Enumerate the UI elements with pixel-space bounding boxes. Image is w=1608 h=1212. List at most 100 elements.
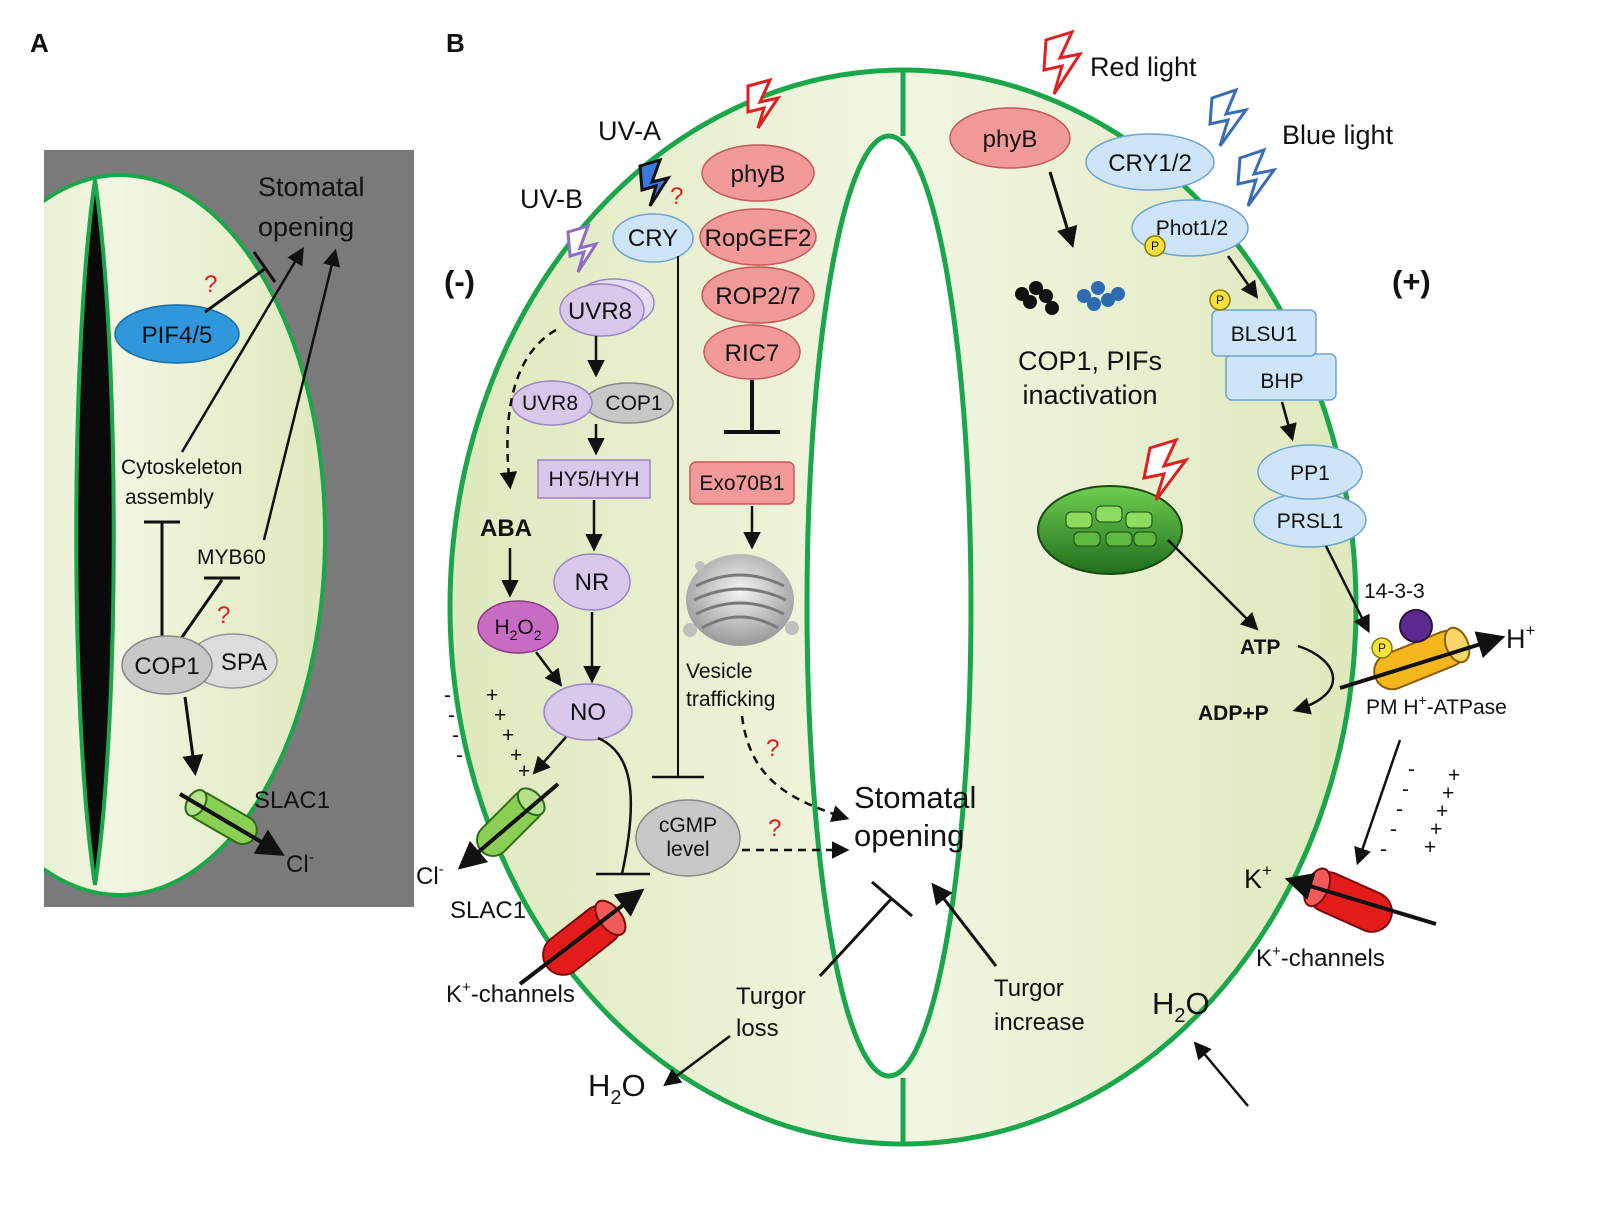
- panel-b-chloride-efflux: [457, 782, 560, 870]
- ric7-node: [703, 324, 801, 380]
- svg-text:-: -: [1390, 818, 1397, 841]
- panel-b-stomatal-pore: [804, 133, 974, 1079]
- exo70b1-node: [689, 461, 795, 505]
- phyb-right-label: phyB: [983, 126, 1038, 153]
- blue-light-lightning-icon-2: [1236, 147, 1278, 207]
- ric7-label: RIC7: [725, 340, 780, 367]
- turgor-increase-line1: Turgor: [994, 975, 1064, 1002]
- vesicle-line2: trafficking: [686, 688, 776, 711]
- protein-1433-label: 14-3-3: [1364, 580, 1425, 603]
- svg-text:-: -: [1380, 838, 1387, 861]
- cry-node: [612, 213, 694, 263]
- turgor-loss-line2: loss: [736, 1015, 779, 1042]
- svg-text:+: +: [502, 724, 514, 747]
- blue-light-label: Blue light: [1282, 120, 1394, 150]
- pp1-label: PP1: [1290, 462, 1330, 485]
- svg-text:-: -: [452, 724, 459, 747]
- svg-text:+: +: [1436, 800, 1448, 823]
- positive-regulation-sign: (+): [1392, 264, 1431, 299]
- nr-node: [553, 553, 631, 611]
- svg-text:-: -: [448, 704, 455, 727]
- svg-text:-: -: [1402, 778, 1409, 801]
- right-h2o-label: H2O: [1152, 986, 1210, 1027]
- left-membrane-charges: - - - - + + + + +: [444, 684, 530, 783]
- vesicle-question-mark: ?: [766, 735, 779, 762]
- hy5-node: [537, 459, 651, 499]
- protein-1433-node: [1399, 609, 1433, 643]
- right-k-influx: [1284, 873, 1437, 926]
- panel-a-stomatal-pore: [74, 179, 116, 886]
- pif-inhibits-opening: [204, 266, 267, 314]
- svg-text:+: +: [510, 744, 522, 767]
- panel-a-cop1-node: [121, 635, 213, 695]
- myb-question-mark: ?: [217, 602, 230, 629]
- phot-phospho-badge: [1144, 235, 1166, 257]
- uvr8-node: [559, 283, 645, 337]
- uva-label: UV-A: [598, 116, 661, 146]
- no-node: [543, 683, 633, 741]
- turgor-loss-inhibits-opening: [818, 896, 894, 978]
- ropgef2-node: [699, 208, 817, 266]
- uva-lightning-icon: [638, 157, 672, 207]
- panel-a-chloride-efflux: [178, 792, 285, 856]
- pm-atpase-label: PM H+-ATPase: [1366, 692, 1507, 719]
- panel-a-slac1-label: SLAC1: [254, 787, 330, 814]
- left-k-influx: [518, 888, 645, 986]
- rop27-node: [701, 266, 815, 324]
- panel-a-cop1-label: COP1: [134, 653, 199, 680]
- panel-a-guard-cell: [44, 173, 327, 897]
- chloroplast-to-atp-arrow: [1167, 539, 1259, 631]
- left-k-channels-label: K+-channels: [446, 979, 575, 1008]
- turgor-loss-line1: Turgor: [736, 983, 806, 1010]
- cytoskeleton-line2: assembly: [125, 486, 214, 509]
- svg-text:+: +: [518, 760, 530, 783]
- cop1-pifs-line1: COP1, PIFs: [1018, 346, 1162, 376]
- panel-b-cl-label: Cl-: [416, 861, 444, 890]
- phyb-to-inactivation-arrow: [1048, 171, 1078, 249]
- cop1-to-slac1-arrow: [182, 696, 204, 777]
- phyb-left-label: phyB: [731, 161, 786, 188]
- phyb-right-node: [949, 107, 1071, 169]
- phyb-left-node: [701, 144, 815, 202]
- red-light-lightning-icon-right: [1042, 29, 1084, 95]
- cgmp-line2: level: [666, 838, 709, 861]
- cytoskeleton-to-opening-arrow: [180, 246, 304, 453]
- blsu1-phospho-badge: [1209, 289, 1231, 311]
- panel-a: A Stomatal opening PIF4/5 ? Cytoskeleton…: [30, 28, 414, 907]
- degraded-proteins-icon: [1015, 281, 1125, 315]
- panel-b-slac1-label: SLAC1: [450, 897, 526, 924]
- uvr8-label: UVR8: [568, 298, 632, 325]
- svg-text:-: -: [444, 684, 451, 707]
- panel-a-cl-label: Cl-: [286, 849, 314, 878]
- svg-text:+: +: [1448, 764, 1460, 787]
- left-h2o-label: H2O: [588, 1068, 646, 1109]
- svg-text:P: P: [1216, 293, 1224, 307]
- cry12-label: CRY1/2: [1108, 150, 1192, 177]
- golgi-vesicle-icon: [683, 554, 799, 646]
- svg-text:-: -: [456, 744, 463, 767]
- no-label: NO: [570, 699, 606, 726]
- right-k-channel: [1303, 867, 1393, 933]
- atpase-to-kchannel-arrow: [1354, 739, 1402, 866]
- spa-label: SPA: [221, 649, 267, 676]
- svg-text:+: +: [486, 684, 498, 707]
- uvb-lightning-icon: [566, 223, 600, 273]
- myb60-to-opening-arrow: [262, 248, 341, 541]
- uvr8-complex-label: UVR8: [522, 392, 578, 415]
- uvr8-to-aba-dashed-arrow: [499, 328, 557, 490]
- phot12-label: Phot1/2: [1156, 217, 1228, 240]
- bhp-label: BHP: [1260, 370, 1303, 393]
- water-efflux-arrow: [663, 1035, 731, 1087]
- cgmp-node: [635, 799, 741, 877]
- red-light-lightning-icon-left: [746, 77, 782, 129]
- atp-hydrolysis-arrow: [1292, 644, 1335, 715]
- pif45-label: PIF4/5: [142, 322, 213, 349]
- cop1-pifs-line2: inactivation: [1022, 380, 1157, 410]
- cry-label: CRY: [628, 225, 678, 252]
- pif45-node: [114, 304, 240, 364]
- red-light-label: Red light: [1090, 52, 1197, 82]
- cgmp-line1: cGMP: [659, 814, 717, 837]
- vesicle-line1: Vesicle: [686, 660, 753, 683]
- turgor-increase-line2: increase: [994, 1009, 1085, 1036]
- no-to-slac1-arrow: [532, 736, 567, 775]
